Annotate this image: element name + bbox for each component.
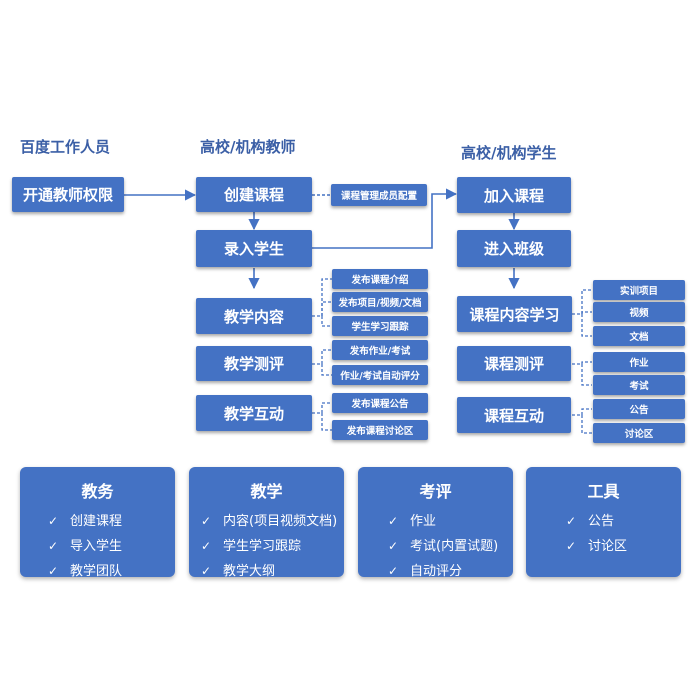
check-icon: ✓: [48, 564, 59, 578]
dash-cassess-2: [581, 364, 592, 386]
teaching-assessment-box: 教学测评: [196, 346, 312, 381]
list-item: ✓讨论区: [566, 534, 681, 559]
dash-cinteract-1: [572, 408, 592, 416]
dash-cassess-1: [572, 361, 592, 365]
header-teacher: 高校/机构教师: [200, 138, 296, 156]
check-icon: ✓: [201, 539, 212, 553]
document-box: 文档: [593, 326, 685, 346]
dash-study-2: [581, 311, 592, 314]
list-item: ✓作业: [388, 509, 513, 534]
homework-box: 作业: [593, 352, 685, 372]
student-study-tracking-box: 学生学习跟踪: [332, 316, 428, 336]
check-icon: ✓: [388, 514, 399, 528]
enroll-students-box: 录入学生: [196, 230, 312, 267]
list-item: ✓考试(内置试题): [388, 534, 513, 559]
header-baidu-staff: 百度工作人员: [20, 138, 111, 156]
check-icon: ✓: [566, 514, 577, 528]
join-class-box: 进入班级: [457, 230, 571, 267]
teaching-interaction-box: 教学互动: [196, 395, 312, 431]
card-tools: 工具 ✓公告 ✓讨论区: [526, 467, 681, 577]
publish-homework-exam-box: 发布作业/考试: [332, 340, 428, 360]
card-title: 教学: [250, 482, 283, 501]
dash-content-3: [321, 316, 332, 327]
card-title: 考评: [419, 482, 452, 501]
list-item: ✓学生学习跟踪: [201, 534, 344, 559]
discussion-box: 讨论区: [593, 423, 685, 443]
card-title: 工具: [587, 482, 620, 501]
card-title: 教务: [81, 482, 114, 501]
course-interaction-box: 课程互动: [457, 397, 571, 433]
publish-discussion-box: 发布课程讨论区: [332, 420, 428, 440]
dash-content-1: [312, 278, 332, 317]
dash-study-1: [572, 289, 592, 315]
list-item: ✓导入学生: [48, 534, 175, 559]
list-item: ✓公告: [566, 509, 681, 534]
open-teacher-permission-box: 开通教师权限: [12, 177, 124, 212]
dash-interact-2: [321, 413, 332, 431]
course-content-study-box: 课程内容学习: [457, 296, 572, 332]
dash-cinteract-2: [581, 415, 592, 434]
course-member-config-box: 课程管理成员配置: [331, 184, 427, 206]
list-item: ✓内容(项目视频文档): [201, 509, 344, 534]
check-icon: ✓: [388, 539, 399, 553]
course-assessment-box: 课程测评: [457, 346, 571, 381]
publish-course-intro-box: 发布课程介绍: [332, 269, 428, 289]
list-item: ✓创建课程: [48, 509, 175, 534]
check-icon: ✓: [48, 539, 59, 553]
dash-content-2: [321, 301, 332, 316]
dash-assess-1: [312, 349, 332, 365]
header-student: 高校/机构学生: [461, 144, 557, 162]
check-icon: ✓: [201, 514, 212, 528]
card-assessment: 考评 ✓作业 ✓考试(内置试题) ✓自动评分: [358, 467, 513, 579]
check-icon: ✓: [201, 564, 212, 578]
check-icon: ✓: [566, 539, 577, 553]
list-item: ✓教学团队: [48, 559, 175, 584]
check-icon: ✓: [388, 564, 399, 578]
join-course-box: 加入课程: [457, 177, 571, 213]
arrow-enroll-to-join: [312, 188, 458, 249]
create-course-box: 创建课程: [196, 177, 312, 212]
dash-interact-1: [312, 402, 332, 414]
publish-project-video-doc-box: 发布项目/视频/文档: [332, 292, 428, 312]
card-academic-affairs: 教务 ✓创建课程 ✓导入学生 ✓教学团队: [20, 467, 175, 579]
teaching-content-box: 教学内容: [196, 298, 312, 334]
video-box: 视频: [593, 302, 685, 322]
exam-box: 考试: [593, 375, 685, 395]
card-teaching: 教学 ✓内容(项目视频文档) ✓学生学习跟踪 ✓教学大纲: [189, 467, 344, 579]
auto-grading-box: 作业/考试自动评分: [332, 365, 428, 385]
list-item: ✓自动评分: [388, 559, 513, 584]
publish-announcement-box: 发布课程公告: [332, 393, 428, 413]
dash-study-3: [581, 314, 592, 337]
training-project-box: 实训项目: [593, 280, 685, 300]
list-item: ✓教学大纲: [201, 559, 344, 584]
dash-assess-2: [321, 364, 332, 376]
announcement-box: 公告: [593, 399, 685, 419]
check-icon: ✓: [48, 514, 59, 528]
